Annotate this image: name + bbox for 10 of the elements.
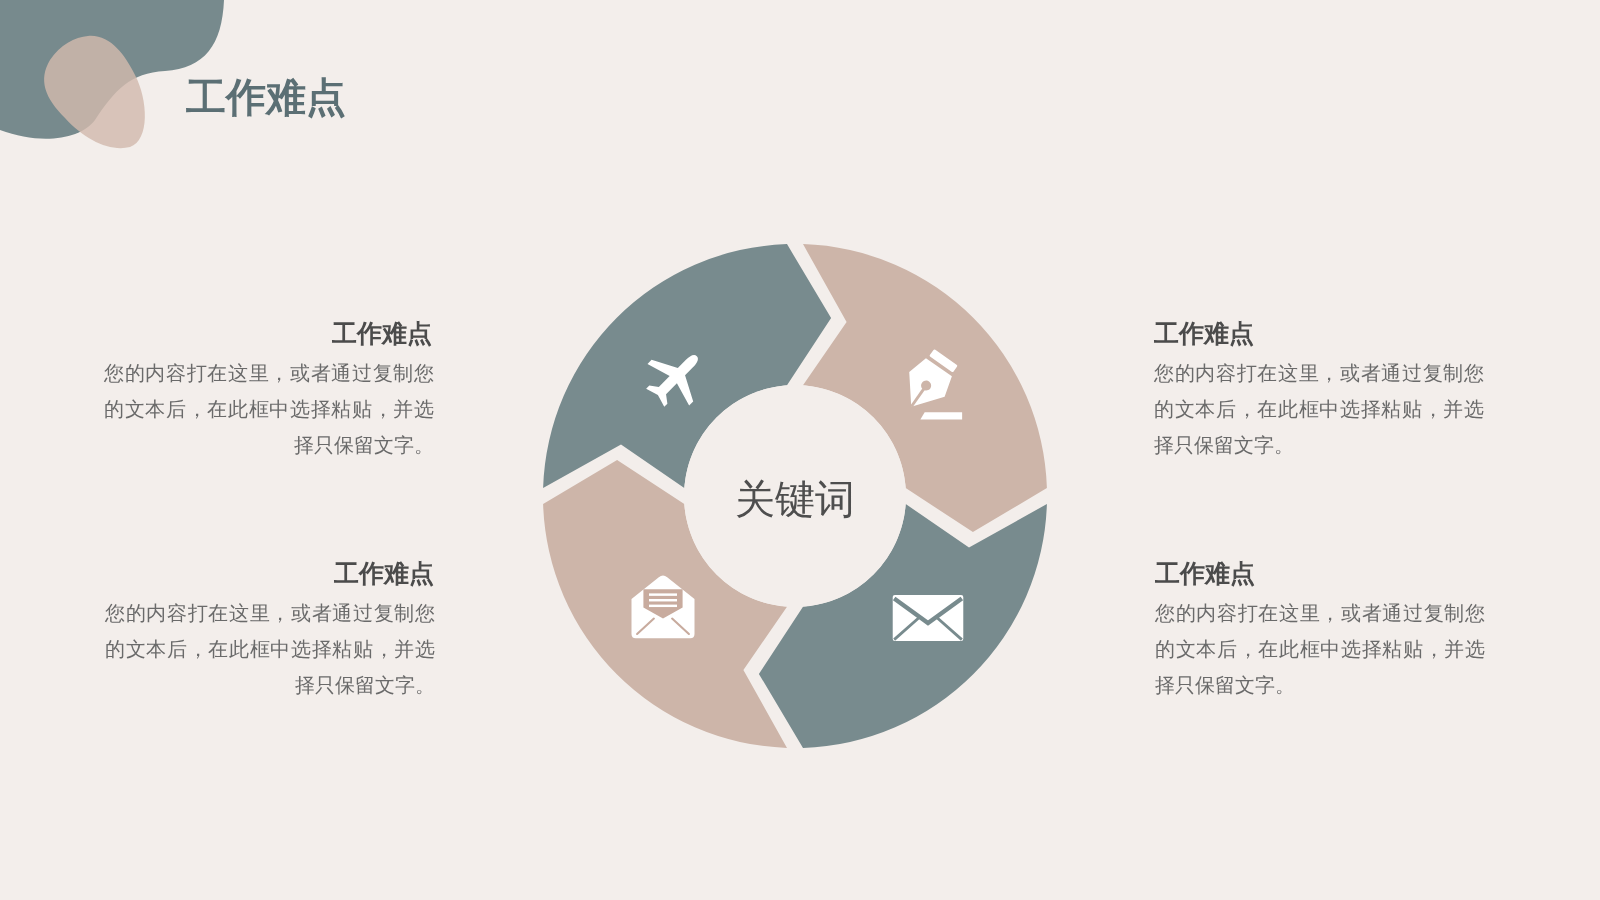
body-text: 您的内容打在这里，或者通过复制您的文本后，在此框中选择粘贴，并选择只保留文字。 (104, 361, 434, 458)
body-text: 您的内容打在这里，或者通过复制您的文本后，在此框中选择粘贴，并选择只保留文字。 (1154, 361, 1484, 458)
block-heading: 工作难点 (334, 558, 434, 589)
block-heading: 工作难点 (1154, 318, 1254, 349)
block-heading: 工作难点 (332, 318, 432, 349)
body-text: 您的内容打在这里，或者通过复制您的文本后，在此框中选择粘贴，并选择只保留文字。 (105, 601, 435, 698)
keyword-text: 关键词 (735, 476, 855, 523)
block-heading: 工作难点 (1155, 558, 1255, 589)
body-text: 您的内容打在这里，或者通过复制您的文本后，在此框中选择粘贴，并选择只保留文字。 (1155, 601, 1485, 698)
slide-title: 工作难点 (186, 74, 346, 121)
